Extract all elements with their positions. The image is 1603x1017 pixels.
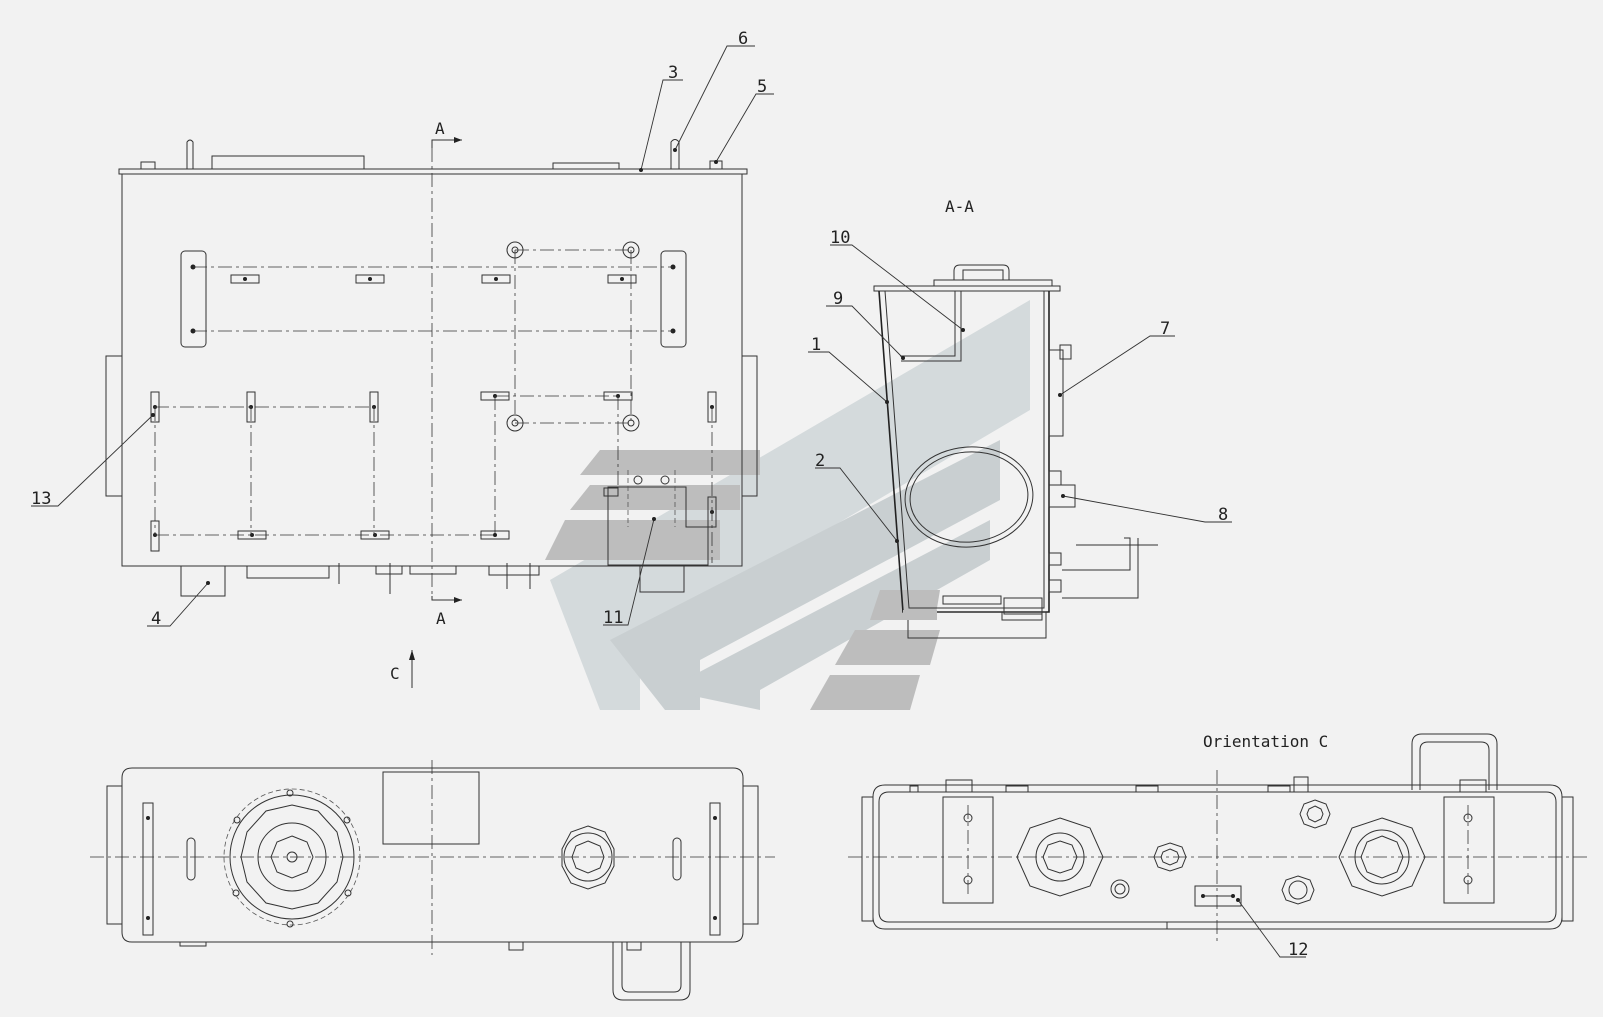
watermark-logo	[545, 300, 1030, 710]
part-number-labels: 3 6 5 4 13 11 10 9 1 2 7 8 12	[31, 29, 1308, 960]
part-label-2: 2	[815, 451, 825, 471]
part-label-9: 9	[833, 289, 843, 309]
filler-recess	[382, 771, 480, 845]
left-side-bracket	[105, 355, 123, 497]
clip-12	[1194, 885, 1242, 907]
section-view-title: A-A	[945, 197, 974, 216]
view-arrow-label: C	[390, 664, 400, 683]
bottom-view	[90, 760, 775, 1001]
part-label-10: 10	[830, 228, 850, 248]
bottom-handle	[612, 942, 691, 1001]
handle-fitting	[186, 139, 194, 169]
part-label-12: 12	[1288, 940, 1308, 960]
baffle	[900, 291, 956, 357]
view-labels: A A A-A C Orientation C	[390, 119, 1328, 751]
filler-housing	[211, 155, 365, 170]
part-label-8: 8	[1218, 505, 1228, 525]
part-label-3: 3	[668, 63, 678, 83]
part-label-5: 5	[757, 77, 767, 97]
leader-lines	[31, 45, 1306, 958]
part-label-7: 7	[1160, 319, 1170, 339]
upper-left-strip	[180, 250, 207, 348]
section-cut-label-top: A	[435, 119, 445, 138]
part-label-6: 6	[738, 29, 748, 49]
orientation-view-title: Orientation C	[1203, 732, 1328, 751]
section-view-a-a	[873, 264, 1158, 639]
part-label-13: 13	[31, 489, 51, 509]
side-bracket	[1062, 537, 1131, 571]
orientation-outline	[872, 784, 1563, 930]
part-label-4: 4	[151, 609, 161, 629]
section-hole	[904, 446, 1034, 548]
section-handle	[953, 264, 1010, 280]
section-top-plate	[873, 285, 1061, 292]
front-view	[105, 137, 758, 603]
part-label-11: 11	[603, 608, 623, 628]
drain-fitting	[180, 565, 226, 597]
orientation-handle	[1411, 733, 1498, 790]
section-cut-label-bottom: A	[436, 609, 446, 628]
view-c-arrow	[409, 650, 415, 688]
orientation-filler	[1016, 817, 1104, 897]
upper-right-strip	[660, 250, 687, 348]
sender-fitting	[561, 825, 615, 890]
top-plate	[118, 168, 748, 175]
bottom-view-outline	[121, 767, 744, 943]
right-side-bracket	[741, 355, 758, 497]
sensor-bracket	[607, 486, 709, 566]
side-fitting-7	[1048, 349, 1064, 437]
side-fitting-8	[1048, 484, 1076, 508]
part-label-1: 1	[811, 335, 821, 355]
orientation-sender	[1338, 817, 1426, 897]
orientation-c-view	[848, 733, 1588, 945]
